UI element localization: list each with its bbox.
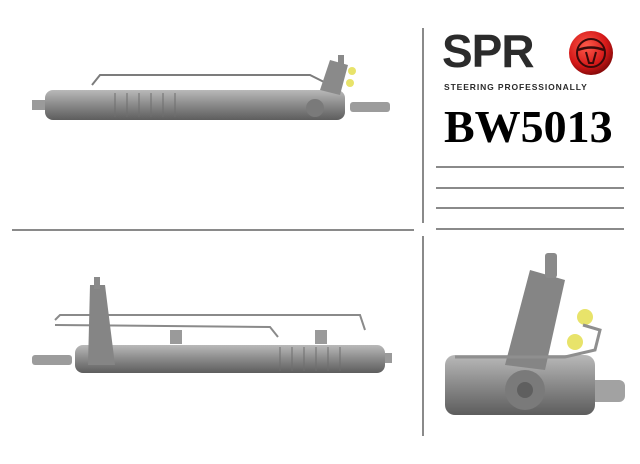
info-line-3 xyxy=(436,207,624,209)
brand-name: SPR xyxy=(442,25,535,77)
vertical-divider-bottom xyxy=(422,236,424,436)
horizontal-divider-left xyxy=(12,229,414,231)
info-line-1 xyxy=(436,166,624,168)
steering-rack-image-front xyxy=(32,55,390,120)
steering-wheel-icon xyxy=(569,31,613,75)
steering-rack-image-detail xyxy=(445,253,625,415)
info-line-2 xyxy=(436,187,624,189)
part-number: BW5013 xyxy=(444,101,613,152)
steering-rack-image-rear xyxy=(32,277,392,373)
vertical-divider-top xyxy=(422,28,424,223)
brand-tagline: STEERING PROFESSIONALLY xyxy=(444,82,588,92)
info-line-4 xyxy=(436,228,624,230)
